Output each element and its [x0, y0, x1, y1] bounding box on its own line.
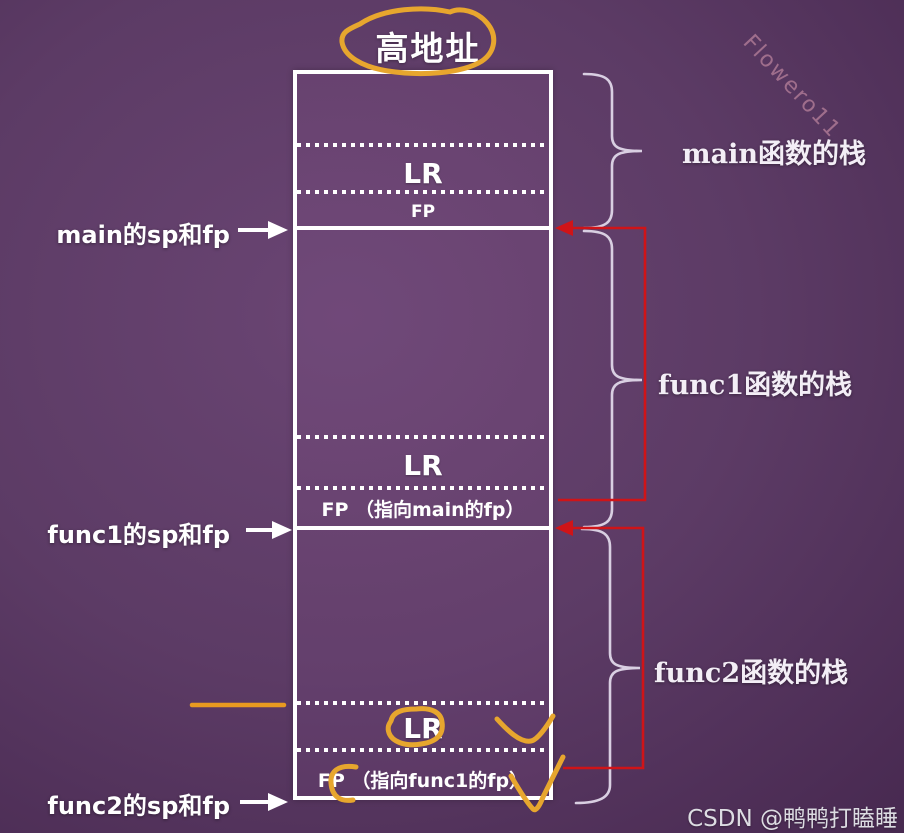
func2-stack-label: func2函数的栈: [654, 658, 849, 689]
main-stack-brace: [582, 72, 643, 230]
stack-box: LR FP LR FP （指向main的fp） LR FP （指向func1的f…: [293, 70, 553, 800]
dotted-divider: [297, 701, 549, 705]
func1-lr-cell: LR: [403, 449, 443, 482]
dotted-divider: [297, 143, 549, 147]
func1-red-arrowhead: [555, 220, 573, 236]
func1-red-bracket: [558, 226, 647, 502]
title-circle-annotation: [339, 6, 497, 77]
func2-red-arrowhead: [555, 520, 573, 536]
func2-sp-arrow: [240, 793, 288, 811]
high-address-title: 高地址: [375, 29, 481, 68]
dotted-divider: [297, 486, 549, 490]
main-lr-cell: LR: [403, 157, 443, 190]
checkmark-upper: [494, 713, 556, 744]
func2-fp-arc-annotation: [328, 763, 359, 803]
main-sp-fp-label: main的sp和fp: [56, 221, 230, 249]
dotted-divider: [297, 190, 549, 194]
main-sp-arrow: [238, 221, 288, 239]
dotted-divider: [297, 435, 549, 439]
func2-sp-fp-label: func2的sp和fp: [47, 792, 230, 820]
func1-stack-label: func1函数的栈: [658, 370, 853, 401]
func2-lr-circle-annotation: [385, 706, 445, 748]
func2-stack-brace: [574, 527, 641, 805]
func1-stack-brace: [582, 229, 643, 529]
func2-red-bracket: [561, 526, 645, 770]
main-frame-bottom-line: [297, 226, 549, 230]
func1-sp-arrow: [246, 521, 292, 539]
dotted-divider: [297, 748, 549, 752]
csdn-watermark: CSDN @鸭鸭打瞌睡: [687, 806, 898, 832]
main-stack-label: main函数的栈: [682, 139, 866, 170]
func1-frame-bottom-line: [297, 526, 549, 530]
main-fp-cell: FP: [410, 202, 436, 222]
func1-sp-fp-label: func1的sp和fp: [47, 521, 230, 549]
func1-fp-cell: FP （指向main的fp）: [321, 499, 525, 521]
checkmark-lower: [508, 754, 566, 813]
func2-fp-cell: FP （指向func1的fp）: [317, 770, 529, 792]
